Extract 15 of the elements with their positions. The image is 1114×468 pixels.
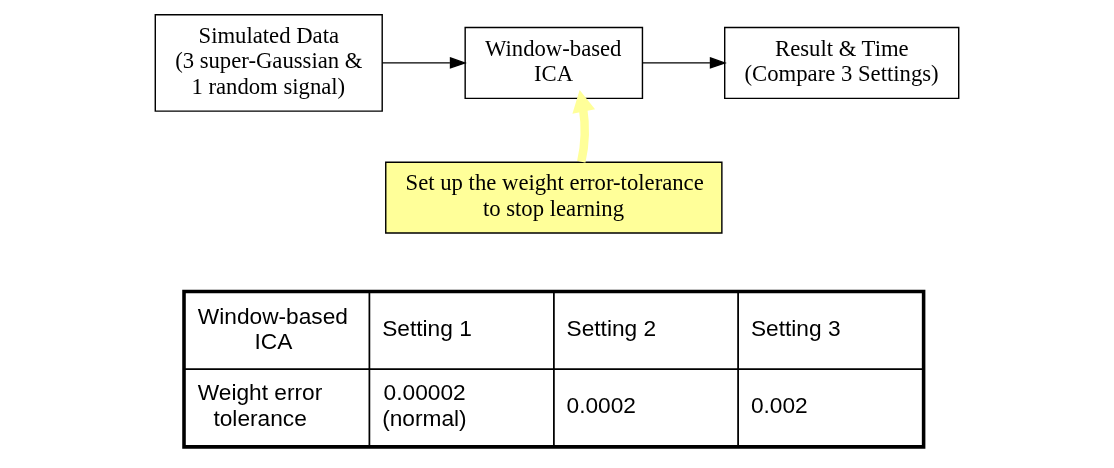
label: Setting 2	[566, 314, 657, 341]
label: 0.0002	[566, 391, 636, 418]
arrow	[641, 56, 727, 69]
arrow	[381, 56, 467, 69]
arrow	[572, 89, 596, 163]
label: Setting 1	[382, 314, 472, 341]
label: Setting 3	[750, 314, 841, 341]
node-box: Simulated Data (3 super-Gaussian & 1 random signal)	[154, 13, 383, 112]
node-box: Window-based ICA	[464, 26, 644, 99]
label: 0.00002 (normal)	[382, 378, 467, 431]
node-box: Set up the weight error-tolerance to stop learning	[385, 160, 723, 234]
label: 0.002	[750, 391, 808, 418]
node-box: Result & Time (Compare 3 Settings)	[724, 26, 960, 99]
label: Window-based ICA	[197, 302, 348, 354]
label: Weight error tolerance	[197, 378, 323, 431]
